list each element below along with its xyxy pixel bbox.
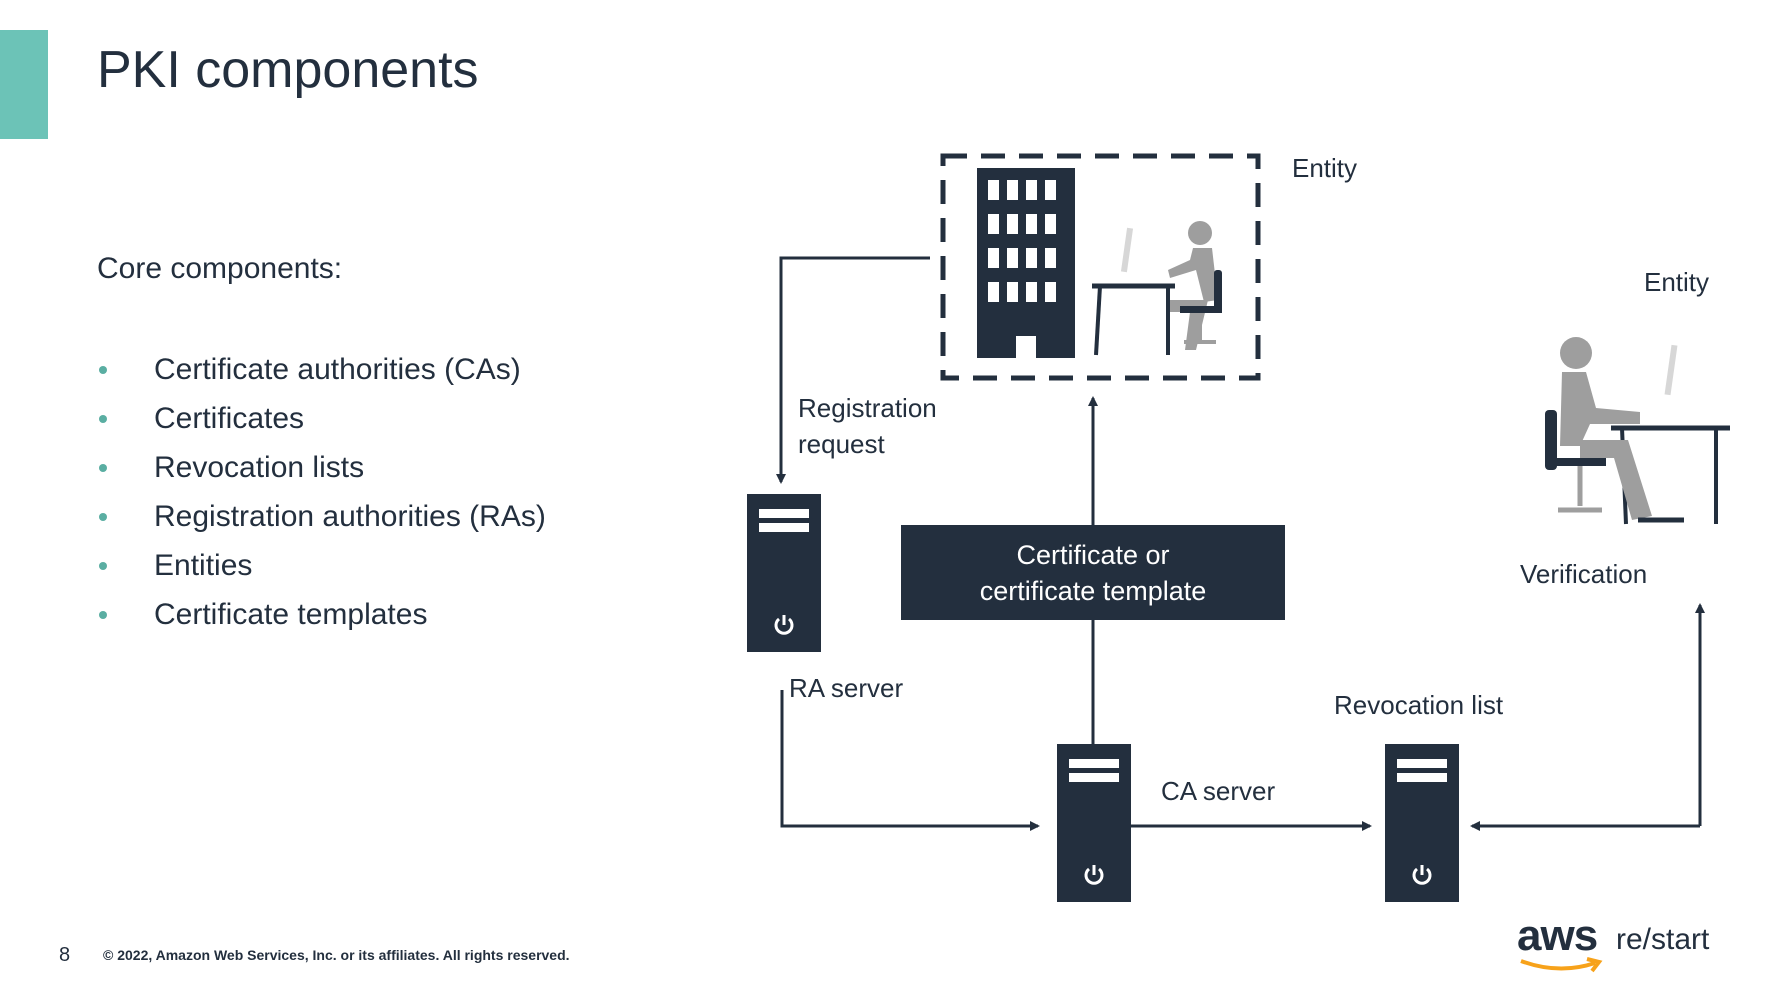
list-item: Certificate templates	[97, 595, 546, 644]
registration-label-line-1: Registration	[798, 393, 937, 423]
workstation-verification-icon	[1545, 337, 1730, 525]
server-bar	[1069, 773, 1119, 782]
server-bar	[759, 509, 809, 518]
list-item: Revocation lists	[97, 448, 546, 497]
bullet-icon	[99, 611, 107, 619]
page-title: PKI components	[97, 41, 479, 99]
bullet-icon	[99, 415, 107, 423]
ca-server-icon	[1057, 744, 1131, 902]
ca-server-label: CA server	[1161, 776, 1276, 806]
workstation-entity-icon	[1092, 221, 1222, 356]
entity-top-label: Entity	[1292, 153, 1358, 183]
verification-label: Verification	[1520, 559, 1648, 589]
server-bar	[1397, 773, 1447, 782]
restart-logo-text: re/start	[1616, 923, 1710, 956]
copyright-text: © 2022, Amazon Web Services, Inc. or its…	[103, 947, 570, 963]
aws-restart-logo: aws re/start	[1517, 911, 1710, 977]
page-number: 8	[59, 944, 71, 966]
accent-bar	[0, 30, 48, 139]
core-components-list: Certificate authorities (CAs) Certificat…	[97, 350, 546, 644]
list-item: Certificates	[97, 399, 546, 448]
server-bar	[1397, 759, 1447, 768]
aws-smile-icon	[1520, 957, 1603, 973]
registration-label-line-2: request	[798, 429, 885, 459]
certificate-line-2: certificate template	[979, 575, 1207, 606]
aws-logo-text: aws	[1517, 911, 1598, 960]
revocation-list-label: Revocation list	[1334, 690, 1504, 720]
entity-right-label: Entity	[1644, 267, 1710, 297]
list-item: Registration authorities (RAs)	[97, 497, 546, 546]
certificate-box: Certificate or certificate template	[901, 525, 1285, 620]
registration-connector	[776, 256, 930, 484]
bullet-icon	[99, 366, 107, 374]
revocation-server-icon	[1385, 744, 1459, 902]
list-item: Entities	[97, 546, 546, 595]
power-icon	[1084, 865, 1104, 885]
ra-server-icon	[747, 494, 821, 652]
bullet-icon	[99, 464, 107, 472]
building-icon	[977, 168, 1075, 358]
ra-to-ca-connector	[780, 690, 1040, 831]
list-item: Certificate authorities (CAs)	[97, 350, 546, 399]
server-bar	[759, 523, 809, 532]
intro-text: Core components:	[97, 252, 343, 285]
power-icon	[774, 615, 794, 635]
server-bar	[1069, 759, 1119, 768]
power-icon	[1412, 865, 1432, 885]
certificate-line-1: Certificate or	[1016, 539, 1170, 570]
bullet-icon	[99, 562, 107, 570]
entity-frame	[940, 153, 1261, 381]
ra-server-label: RA server	[789, 673, 904, 703]
bullet-icon	[99, 513, 107, 521]
